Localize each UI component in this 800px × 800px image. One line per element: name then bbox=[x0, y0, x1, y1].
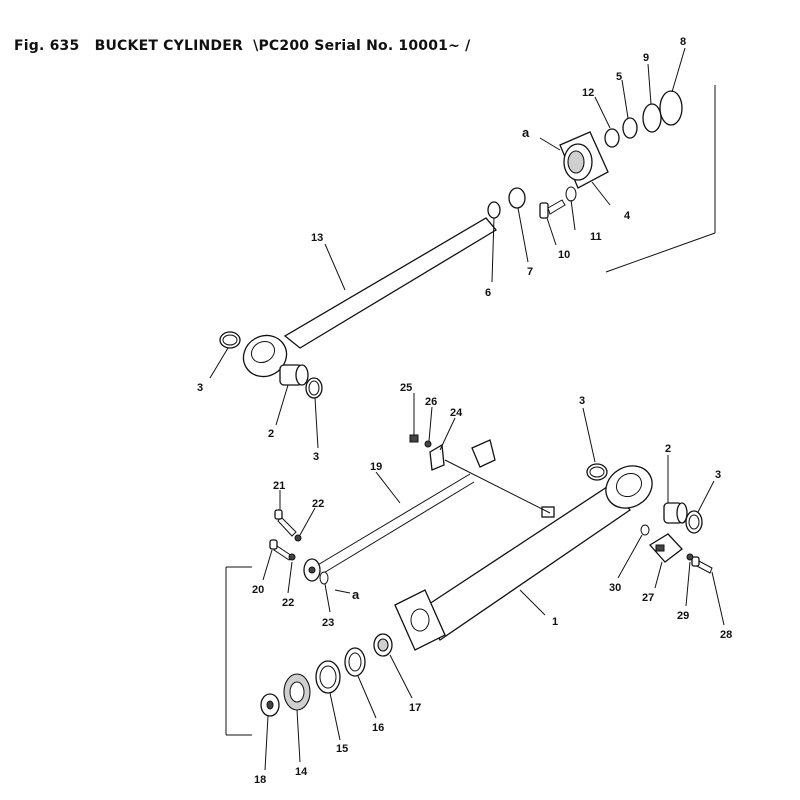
callout-15: 15 bbox=[336, 743, 348, 755]
callout-16: 16 bbox=[372, 722, 384, 734]
snap-ring bbox=[487, 201, 501, 219]
tube-bushing bbox=[663, 502, 688, 524]
dust-seal-ring-rod-end-inner bbox=[222, 334, 238, 346]
callout-5: 5 bbox=[616, 71, 622, 83]
flange-washer-lower bbox=[288, 553, 296, 561]
callout-22-lower: 22 bbox=[282, 597, 294, 609]
cylinder-head bbox=[559, 131, 609, 189]
callout-23: 23 bbox=[322, 617, 334, 629]
callout-10: 10 bbox=[558, 249, 570, 261]
flange-oring bbox=[319, 571, 329, 585]
lock-washer bbox=[565, 186, 577, 202]
callout-14: 14 bbox=[295, 766, 308, 778]
callout-29: 29 bbox=[677, 610, 689, 622]
callout-3-tube-top: 3 bbox=[579, 395, 585, 407]
callout-3-rod-end: 3 bbox=[197, 382, 203, 394]
callout-3-tube-side: 3 bbox=[715, 469, 721, 481]
dust-seal-ring-inner bbox=[308, 380, 320, 396]
piston-ring-inner bbox=[319, 665, 337, 689]
callout-22-upper: 22 bbox=[312, 498, 324, 510]
rod-bushing bbox=[279, 364, 309, 386]
flange-washer-upper bbox=[294, 534, 302, 542]
callout-8: 8 bbox=[680, 36, 686, 48]
rod-packing bbox=[622, 117, 638, 139]
callout-20: 20 bbox=[252, 584, 264, 596]
callout-1: 1 bbox=[552, 616, 558, 628]
callout-25: 25 bbox=[400, 382, 412, 394]
callout-28: 28 bbox=[720, 629, 732, 641]
clamp-bolt bbox=[409, 434, 419, 443]
callout-18: 18 bbox=[254, 774, 266, 786]
cushion-ring bbox=[373, 633, 393, 657]
flange-bolt-upper bbox=[274, 509, 297, 537]
piston-group-frame bbox=[225, 566, 252, 736]
callout-labels: 1 2 2 3 3 3 3 4 5 6 7 8 9 10 11 12 13 14… bbox=[197, 36, 732, 786]
callout-4: 4 bbox=[624, 210, 631, 222]
callout-17: 17 bbox=[409, 702, 421, 714]
callout-13: 13 bbox=[311, 232, 323, 244]
callout-27: 27 bbox=[642, 592, 654, 604]
callout-30: 30 bbox=[609, 582, 621, 594]
backup-ring bbox=[642, 103, 662, 133]
hydraulic-pipe bbox=[315, 459, 551, 575]
callout-11: 11 bbox=[590, 231, 602, 243]
callout-21: 21 bbox=[273, 480, 285, 492]
callout-9: 9 bbox=[643, 52, 649, 64]
piston bbox=[283, 673, 311, 711]
bracket-block bbox=[649, 533, 683, 563]
callout-7: 7 bbox=[527, 266, 533, 278]
piston-nut-hole bbox=[266, 700, 274, 710]
callout-2-tube: 2 bbox=[665, 443, 671, 455]
head-group-frame bbox=[605, 85, 716, 273]
o-ring-head bbox=[659, 90, 683, 126]
callout-26: 26 bbox=[425, 396, 437, 408]
callout-2-rod: 2 bbox=[268, 428, 274, 440]
head-bolt bbox=[539, 199, 566, 219]
clamp-washer bbox=[424, 440, 432, 448]
callout-3-rod-bushing: 3 bbox=[313, 451, 319, 463]
callout-12: 12 bbox=[582, 87, 594, 99]
bracket-bolt bbox=[691, 556, 713, 574]
buffer-ring bbox=[508, 187, 526, 209]
bracket-oring bbox=[640, 524, 650, 536]
callout-19: 19 bbox=[370, 461, 382, 473]
leader-lines bbox=[209, 47, 725, 771]
bracket-washer bbox=[686, 553, 694, 561]
callout-a-head: a bbox=[522, 125, 530, 140]
tube-seal-top-inner bbox=[589, 466, 605, 478]
callout-a-flange: a bbox=[352, 587, 360, 602]
callout-6: 6 bbox=[485, 287, 491, 299]
rod-bushing-head bbox=[604, 128, 620, 148]
pipe-clamp bbox=[429, 439, 496, 471]
tube-dust-seal-inner bbox=[688, 514, 700, 530]
piston-rod bbox=[242, 217, 497, 378]
figure-title: Fig. 635 BUCKET CYLINDER \PC200 Serial N… bbox=[14, 38, 471, 54]
flange-bolt-lower bbox=[269, 539, 293, 561]
callout-24: 24 bbox=[450, 407, 463, 419]
pipe-flange bbox=[303, 558, 321, 582]
cylinder-tube bbox=[394, 465, 653, 651]
wear-ring-inner bbox=[348, 652, 362, 672]
